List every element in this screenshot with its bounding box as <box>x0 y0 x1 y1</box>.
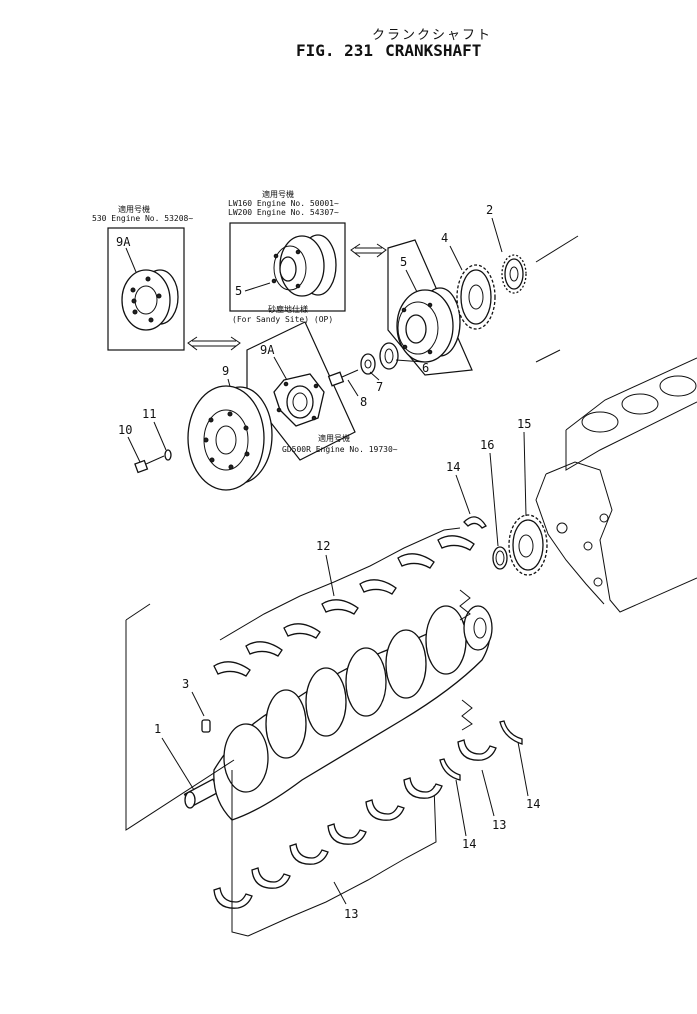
figure-title: FIG. 231 CRANKSHAFT <box>296 41 481 60</box>
damper-pulley-9 <box>187 385 273 491</box>
interchange-arrow-right <box>350 243 387 258</box>
leader-1 <box>161 737 195 791</box>
interchange-arrow-left <box>187 336 241 351</box>
pulley-9a-top <box>121 269 179 331</box>
callout-12: 12 <box>316 539 330 553</box>
callout-14-lower-a: 14 <box>462 837 476 851</box>
callout-11: 11 <box>142 407 156 421</box>
callout-13-right: 13 <box>492 818 506 832</box>
callout-14-lower-b: 14 <box>526 797 540 811</box>
leader-6 <box>395 359 425 363</box>
engine-leader-top <box>535 235 579 263</box>
box-lw-frame <box>229 222 346 312</box>
figure-number: FIG. 231 <box>296 41 374 60</box>
leader-14-lower-b <box>517 741 529 797</box>
callout-10: 10 <box>118 423 132 437</box>
variant-box-lw: 適用号機 LW160 Engine No. 50001~ LW200 Engin… <box>228 189 346 312</box>
ring-16 <box>492 546 508 570</box>
leader-15 <box>523 431 527 517</box>
pin-3 <box>201 719 211 733</box>
callout-6: 6 <box>422 361 429 375</box>
box-lw-jp: 適用号機 <box>262 189 294 199</box>
crank-gear-15 <box>508 514 548 576</box>
lower-bearing-bracket <box>231 770 249 937</box>
callout-9a-mid: 9A <box>260 343 275 357</box>
box-gd-engine: GD500R Engine No. 19730~ <box>282 445 398 454</box>
callout-9: 9 <box>222 364 229 378</box>
leader-11 <box>153 421 167 451</box>
callout-13-bottom: 13 <box>344 907 358 921</box>
figure-header: クランクシャフト FIG. 231 CRANKSHAFT <box>0 0 697 70</box>
callout-4: 4 <box>441 231 448 245</box>
box-gd-frame <box>246 321 356 461</box>
callout-7: 7 <box>376 380 383 394</box>
thrust-washer-14-lower-a <box>439 758 461 781</box>
box-lw-engine-2: LW200 Engine No. 54307~ <box>228 208 339 217</box>
leader-12 <box>325 554 335 597</box>
washer-11 <box>164 449 172 461</box>
leader-5-top <box>244 282 271 292</box>
leader-10 <box>127 436 141 463</box>
crank-break-line-upper <box>459 589 471 621</box>
box-530-engine: 530 Engine No. 53208~ <box>92 214 193 223</box>
pulley-5 <box>396 287 461 363</box>
leader-13-bottom <box>333 881 347 905</box>
leader-8 <box>347 379 359 397</box>
engine-leader-bottom <box>535 349 561 363</box>
japanese-title: クランクシャフト <box>372 28 493 43</box>
leader-13-right <box>481 769 495 817</box>
leader-14-upper <box>455 474 471 515</box>
leader-9a-top <box>125 247 137 273</box>
callout-1: 1 <box>154 722 161 736</box>
callout-2: 2 <box>486 203 493 217</box>
lower-bearings-13 <box>213 739 497 937</box>
variant-box-gd500r: 砂塵地仕様 (For Sandy Site) (OP) 適用号機 GD500R … <box>232 304 398 461</box>
gear-2 <box>501 254 527 294</box>
front-pulley-group: 5 4 2 <box>387 203 579 376</box>
crank-bracket-left <box>125 620 235 831</box>
leader-4 <box>449 245 463 271</box>
crank-bracket-top <box>125 603 151 621</box>
variant-box-530: 適用号機 530 Engine No. 53208~ 9A <box>92 204 193 351</box>
crank-break-line-lower <box>461 699 473 731</box>
upper-bearings-12 <box>213 527 475 677</box>
sandy-jp: 砂塵地仕様 <box>268 304 308 314</box>
plate-9a <box>273 373 325 427</box>
callout-9a-top: 9A <box>116 235 131 249</box>
collar-6 <box>379 342 399 370</box>
bolt-10 <box>134 455 165 474</box>
sandy-site-label: (For Sandy Site) (OP) <box>232 315 333 324</box>
box-lw-engine-1: LW160 Engine No. 50001~ <box>228 199 339 208</box>
box-530-frame <box>107 227 185 351</box>
leader-9a-mid <box>273 356 289 383</box>
pulley-5-frame <box>387 239 473 376</box>
callout-3: 3 <box>182 677 189 691</box>
callout-5: 5 <box>400 255 407 269</box>
leader-7 <box>369 371 380 381</box>
callout-15: 15 <box>517 417 531 431</box>
bolt-8 <box>327 369 359 387</box>
box-530-jp: 適用号機 <box>118 204 150 214</box>
thrust-washer-14-lower-b <box>499 720 523 745</box>
engine-block <box>535 357 697 613</box>
pulley-5-top <box>271 234 337 297</box>
thrust-washer-14-upper <box>463 516 487 529</box>
crankshaft-1 <box>183 605 493 821</box>
callout-5-top: 5 <box>235 284 242 298</box>
leader-3 <box>191 691 205 717</box>
callout-14-upper: 14 <box>446 460 460 474</box>
callout-16: 16 <box>480 438 494 452</box>
bearing-row-lower-leader <box>247 785 437 937</box>
box-gd-jp: 適用号機 <box>318 433 350 443</box>
leader-14-lower-a <box>455 779 467 837</box>
gear-4 <box>456 264 496 330</box>
bearing-row-upper-leader <box>219 527 461 641</box>
washer-7 <box>360 353 376 375</box>
part-title: CRANKSHAFT <box>385 41 482 60</box>
callout-8: 8 <box>360 395 367 409</box>
leader-2 <box>491 217 503 253</box>
leader-16 <box>489 452 499 547</box>
